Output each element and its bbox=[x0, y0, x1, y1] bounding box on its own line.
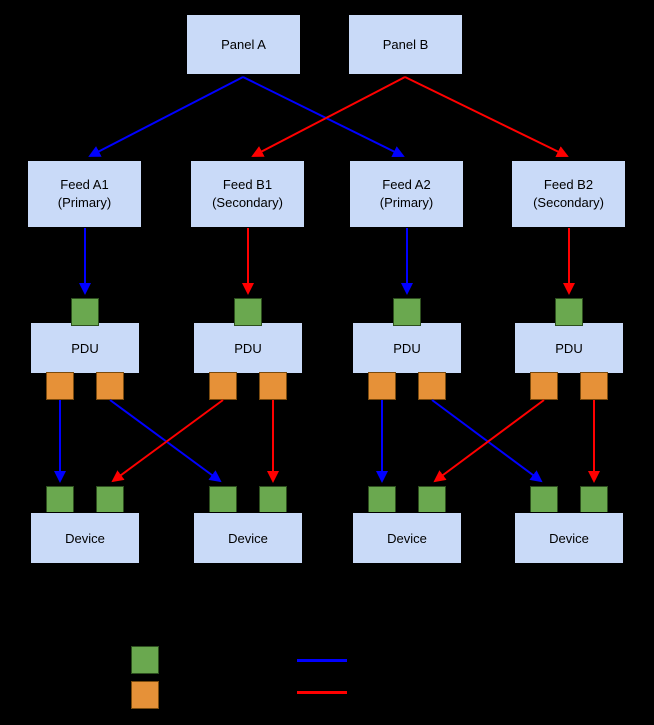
pdu-2-output-port-right bbox=[259, 372, 287, 400]
device-2-label: Device bbox=[228, 530, 268, 546]
edge-pdu-4-left-to-device-3-right bbox=[433, 399, 545, 483]
legend-orange-output-port-swatch bbox=[131, 681, 159, 709]
device-3-input-port-right bbox=[418, 486, 446, 514]
device-box-3: Device bbox=[352, 512, 462, 564]
device-4-input-port-right bbox=[580, 486, 608, 514]
edge-pdu-1-right-to-device-2-left bbox=[109, 399, 222, 483]
pdu-3-output-port-left bbox=[368, 372, 396, 400]
device-box-4: Device bbox=[514, 512, 624, 564]
pdu-3-label: PDU bbox=[393, 340, 421, 356]
feed-a1-box: Feed A1 (Primary) bbox=[27, 160, 142, 228]
feed-a2-sublabel: (Primary) bbox=[379, 195, 434, 210]
pdu-4-input-port bbox=[555, 298, 583, 326]
panel-b-label: Panel B bbox=[382, 37, 429, 52]
device-1-label: Device bbox=[65, 530, 105, 546]
edge-pdu-2-left-to-device-1-right bbox=[111, 399, 224, 483]
feed-a1-label: Feed A1 bbox=[60, 177, 109, 193]
pdu-box-4: PDU bbox=[514, 322, 624, 374]
feed-b1-label: Feed B1 bbox=[222, 177, 273, 193]
edge-panel-a-to-feed-a2 bbox=[242, 76, 405, 157]
feed-b2-label: Feed B2 bbox=[543, 177, 594, 193]
pdu-4-label: PDU bbox=[555, 340, 583, 356]
panel-b-box: Panel B bbox=[348, 14, 463, 75]
feed-b2-sublabel: (Secondary) bbox=[533, 195, 604, 210]
pdu-2-label: PDU bbox=[234, 340, 262, 356]
feed-a2-label: Feed A2 bbox=[382, 177, 431, 193]
feed-b1-box: Feed B1 (Secondary) bbox=[190, 160, 305, 228]
device-3-input-port-left bbox=[368, 486, 396, 514]
device-2-input-port-right bbox=[259, 486, 287, 514]
edge-panel-b-to-feed-b2 bbox=[404, 76, 569, 158]
pdu-1-input-port bbox=[71, 298, 99, 326]
feed-b2-box: Feed B2 (Secondary) bbox=[511, 160, 626, 228]
pdu-3-output-port-right bbox=[418, 372, 446, 400]
pdu-1-output-port-right bbox=[96, 372, 124, 400]
feed-b1-sublabel: (Secondary) bbox=[212, 195, 283, 210]
pdu-2-input-port bbox=[234, 298, 262, 326]
pdu-box-3: PDU bbox=[352, 322, 462, 374]
panel-a-box: Panel A bbox=[186, 14, 301, 75]
device-2-input-port-left bbox=[209, 486, 237, 514]
pdu-1-label: PDU bbox=[71, 340, 99, 356]
legend-green-input-port-swatch bbox=[131, 646, 159, 674]
device-1-input-port-left bbox=[46, 486, 74, 514]
pdu-2-output-port-left bbox=[209, 372, 237, 400]
device-4-input-port-left bbox=[530, 486, 558, 514]
pdu-4-output-port-left bbox=[530, 372, 558, 400]
feed-a1-sublabel: (Primary) bbox=[57, 195, 112, 210]
device-3-label: Device bbox=[387, 530, 427, 546]
pdu-4-output-port-right bbox=[580, 372, 608, 400]
pdu-box-2: PDU bbox=[193, 322, 303, 374]
pdu-box-1: PDU bbox=[30, 322, 140, 374]
edge-panel-a-to-feed-a1 bbox=[88, 76, 244, 157]
pdu-3-input-port bbox=[393, 298, 421, 326]
feed-a2-box: Feed A2 (Primary) bbox=[349, 160, 464, 228]
edge-pdu-3-right-to-device-4-left bbox=[431, 399, 543, 483]
edge-panel-b-to-feed-b1 bbox=[251, 76, 406, 157]
legend-blue-primary-line bbox=[297, 659, 347, 662]
device-4-label: Device bbox=[549, 530, 589, 546]
device-box-2: Device bbox=[193, 512, 303, 564]
legend-red-secondary-line bbox=[297, 691, 347, 694]
device-1-input-port-right bbox=[96, 486, 124, 514]
device-box-1: Device bbox=[30, 512, 140, 564]
panel-a-label: Panel A bbox=[221, 37, 266, 52]
pdu-1-output-port-left bbox=[46, 372, 74, 400]
